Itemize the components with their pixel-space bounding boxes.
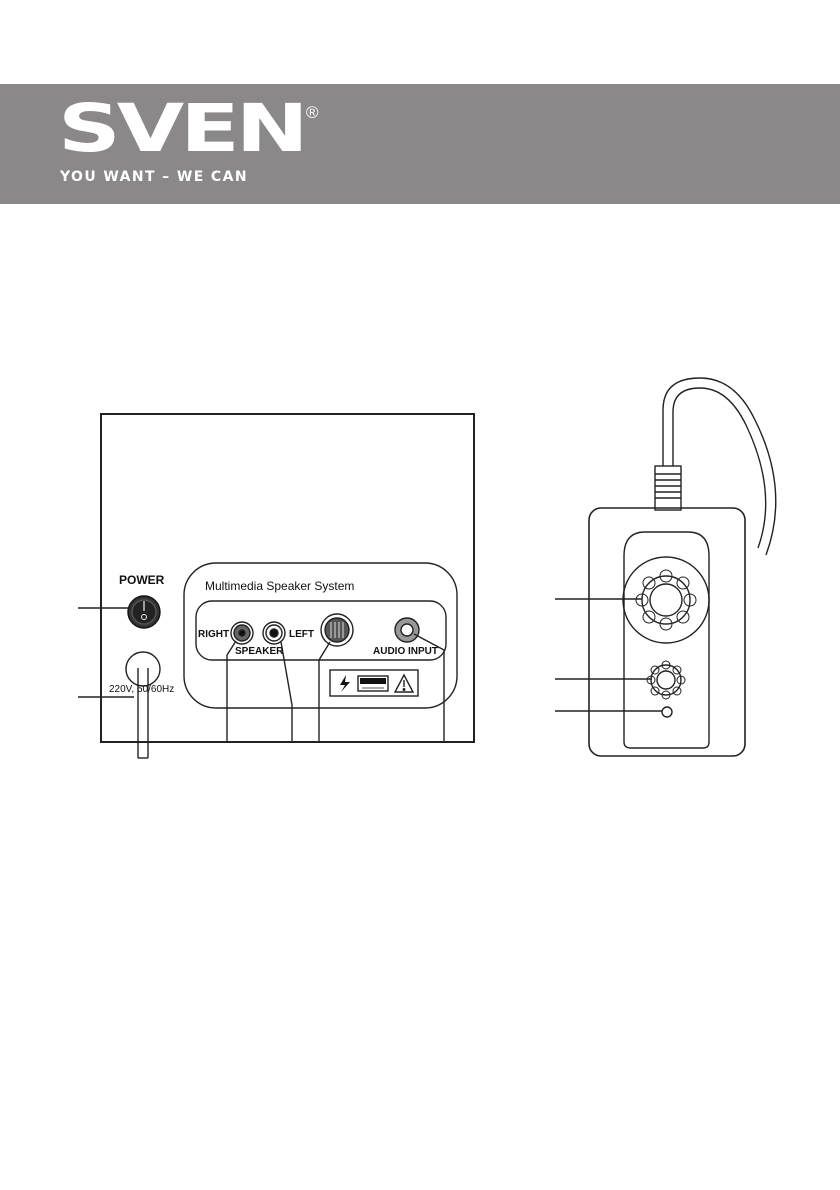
rear-panel-outline <box>100 413 475 743</box>
rca-left-jack <box>262 621 286 645</box>
remote-cable <box>654 377 777 556</box>
connector-plate <box>183 562 458 709</box>
audio-input-label: AUDIO INPUT <box>373 646 438 657</box>
warning-label <box>329 669 419 697</box>
speaker-label: SPEAKER <box>235 646 284 657</box>
bass-knob-icon <box>646 660 686 700</box>
remote-body <box>588 507 746 757</box>
power-cable <box>125 651 161 759</box>
voltage-label: 220V, 50/60Hz <box>109 684 174 695</box>
lightning-warning-icon <box>340 675 350 692</box>
connector-inner-panel <box>195 600 447 661</box>
rca-right-jack <box>230 621 254 645</box>
registered-mark: ® <box>306 103 319 122</box>
din-connector <box>320 613 354 647</box>
right-label: RIGHT <box>198 629 229 640</box>
headphone-jack-icon <box>661 706 673 718</box>
power-label: POWER <box>119 573 165 587</box>
exclamation-warning-icon <box>393 673 415 693</box>
sven-logo: SVEN <box>58 90 309 167</box>
header-banner <box>0 84 840 204</box>
power-switch-icon <box>127 595 161 629</box>
left-label: LEFT <box>289 629 314 640</box>
audio-input-jack <box>394 617 420 643</box>
volume-knob-icon <box>622 556 710 644</box>
logo-tagline: YOU WANT – WE CAN <box>60 169 248 185</box>
system-label: Multimedia Speaker System <box>205 579 354 593</box>
remote-front-panel <box>623 531 710 749</box>
